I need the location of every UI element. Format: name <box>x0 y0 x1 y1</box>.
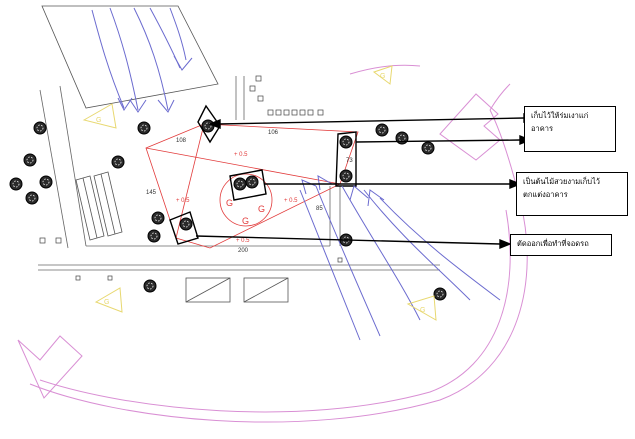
callout-shade-line2: อาคาร <box>531 124 553 133</box>
tree-symbol <box>339 135 353 149</box>
tree-symbol <box>151 211 165 225</box>
tree-symbol-texture <box>28 194 36 202</box>
dim-left: 145 <box>146 190 157 196</box>
trees <box>9 119 447 301</box>
tree-symbol <box>143 279 157 293</box>
existing-building-top <box>41 5 219 109</box>
tree-symbol-texture <box>204 122 212 130</box>
callout-shade-trees: เก็บไว้ให้ร่มเงาแก่ อาคาร <box>524 106 616 152</box>
existing-buildings-left <box>75 171 123 241</box>
dim-top-left: 108 <box>176 138 187 144</box>
tree-symbol <box>33 121 47 135</box>
callout-decorative-trees: เป็นต้นไม้สวยงามเก็บไว้ ตกแต่งอาคาร <box>516 172 628 216</box>
tree-symbol-texture <box>378 126 386 134</box>
g-label-3: G <box>242 216 249 226</box>
dim-bottom: 200 <box>238 248 249 254</box>
tree-symbol-texture <box>150 232 158 240</box>
tree-symbol <box>375 123 389 137</box>
tree-symbol-texture <box>424 144 432 152</box>
tree-symbol-texture <box>342 172 350 180</box>
tree-symbol-texture <box>436 290 444 298</box>
svg-text:G: G <box>380 73 385 80</box>
tree-symbol <box>39 175 53 189</box>
tree-symbol <box>421 141 435 155</box>
tree-symbol <box>433 287 447 301</box>
callout-decorative-line1: เป็นต้นไม้สวยงามเก็บไว้ <box>523 177 601 186</box>
tree-symbol-texture <box>236 180 244 188</box>
dim-top: 106 <box>268 130 279 136</box>
tree-symbol-texture <box>248 178 256 186</box>
level-3: + 0.5 <box>284 198 298 204</box>
road-lines <box>38 76 440 271</box>
tree-symbol <box>137 121 151 135</box>
tree-symbol <box>179 217 193 231</box>
dim-right: 73 <box>346 158 353 164</box>
sun-path <box>17 64 528 423</box>
tree-symbol <box>233 177 247 191</box>
tree-symbol-texture <box>398 134 406 142</box>
tree-symbol-texture <box>12 180 20 188</box>
callout-remove-line1: ตัดออกเพื่อทำที่จอดรถ <box>517 239 589 248</box>
tree-symbol-texture <box>26 156 34 164</box>
site-markers <box>39 75 343 281</box>
svg-text:G: G <box>96 117 101 124</box>
tree-symbol-texture <box>42 178 50 186</box>
tree-symbol <box>25 191 39 205</box>
wind-arrows <box>91 7 501 341</box>
callout-decorative-line2: ตกแต่งอาคาร <box>523 190 568 199</box>
noise-markers: G G G G <box>82 65 437 321</box>
svg-text:G: G <box>420 307 425 314</box>
tree-symbol-texture <box>140 124 148 132</box>
tree-symbol <box>245 175 259 189</box>
tree-symbol-texture <box>146 282 154 290</box>
tree-symbol <box>339 169 353 183</box>
tree-symbol-texture <box>114 158 122 166</box>
level-1: + 0.5 <box>234 152 248 158</box>
callout-shade-line1: เก็บไว้ให้ร่มเงาแก่ <box>531 111 589 120</box>
tree-symbol <box>23 153 37 167</box>
tree-symbol-texture <box>342 138 350 146</box>
g-label-1: G <box>226 198 233 208</box>
level-2: + 0.5 <box>176 198 190 204</box>
tree-symbol <box>395 131 409 145</box>
tree-symbol <box>201 119 215 133</box>
tree-symbol <box>9 177 23 191</box>
dim-right-lower: 85 <box>316 206 323 212</box>
callout-remove-trees: ตัดออกเพื่อทำที่จอดรถ <box>510 234 612 256</box>
tree-symbol-texture <box>182 220 190 228</box>
parking-lots <box>185 277 289 303</box>
g-label-2: G <box>258 204 265 214</box>
tree-symbol-texture <box>36 124 44 132</box>
tree-symbol <box>147 229 161 243</box>
svg-text:G: G <box>104 299 109 306</box>
tree-symbol-texture <box>154 214 162 222</box>
tree-symbol <box>111 155 125 169</box>
callout-leaders <box>195 112 536 250</box>
level-4: + 0.5 <box>236 238 250 244</box>
